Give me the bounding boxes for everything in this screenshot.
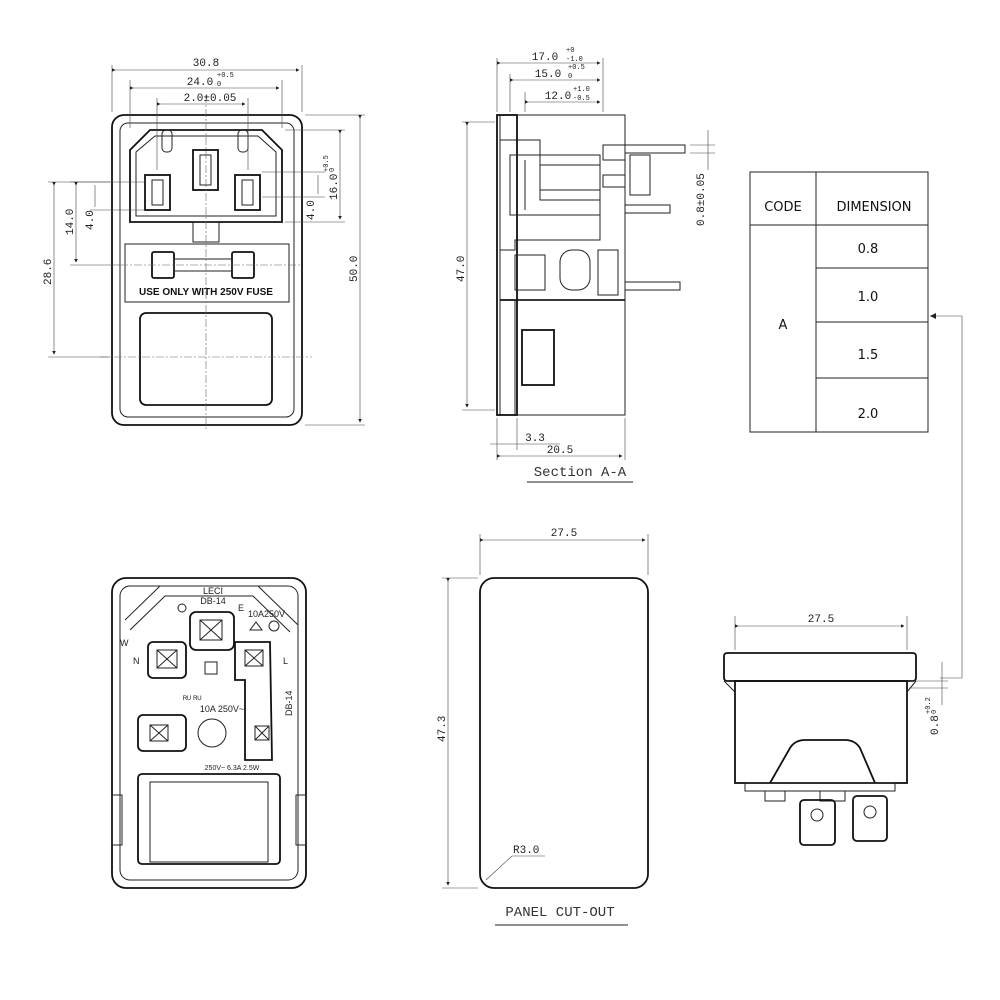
iec-inlet-inner bbox=[135, 135, 277, 217]
table-code-value: A bbox=[779, 318, 788, 333]
cutout-width: 27.5 bbox=[551, 528, 577, 540]
side-terminal-left bbox=[799, 799, 836, 846]
pin-right bbox=[234, 174, 261, 211]
iec-inlet-outline bbox=[129, 129, 283, 223]
ul-mark-icon: ᴿᵁ ᴿᵁ bbox=[183, 694, 201, 704]
rear-ul-rating: 10A 250V~ bbox=[200, 704, 244, 714]
svg-text:+0: +0 bbox=[566, 47, 574, 55]
cutout-radius: R3.0 bbox=[513, 845, 539, 857]
rear-rating-a: 10A bbox=[248, 609, 264, 619]
section-title: Section A-A bbox=[534, 465, 627, 481]
rear-model: DB-14 bbox=[200, 596, 226, 606]
svg-text:0: 0 bbox=[568, 73, 572, 81]
rear-fuse-rating: 250V~ 6.3A 2.5W bbox=[205, 765, 260, 772]
dim-section-d2: 15.0 bbox=[535, 69, 561, 81]
dim-section-d1: 17.0 bbox=[532, 52, 558, 64]
neutral-terminal bbox=[147, 641, 187, 679]
dim-section-pin: 0.8±0.05 bbox=[696, 173, 708, 226]
svg-text:-0.5: -0.5 bbox=[573, 95, 590, 103]
earth-terminal bbox=[189, 611, 235, 651]
panel-cutout: 27.5 47.3 R3.0 PANEL CUT-OUT bbox=[437, 528, 649, 926]
svg-text:0: 0 bbox=[217, 81, 221, 89]
svg-text:-1.0: -1.0 bbox=[566, 56, 583, 64]
section-hatch bbox=[499, 114, 626, 301]
svg-text:+0.2: +0.2 bbox=[925, 697, 933, 714]
svg-text:+0.5: +0.5 bbox=[217, 72, 234, 80]
rear-body-outline bbox=[111, 577, 307, 889]
svg-text:+0.5: +0.5 bbox=[568, 64, 585, 72]
pin-center bbox=[192, 149, 219, 191]
side-thickness: 0.8 bbox=[930, 715, 942, 735]
cutout-height: 47.3 bbox=[437, 716, 449, 742]
table-header-code: CODE bbox=[764, 200, 802, 215]
front-body-outline bbox=[111, 114, 303, 426]
dim-section-depth: 20.5 bbox=[547, 445, 573, 457]
rear-switch-window bbox=[137, 773, 281, 865]
dim-left-inner: 14.0 bbox=[65, 209, 77, 235]
dim-right-small: 4.0 bbox=[306, 200, 318, 220]
table-value: 2.0 bbox=[858, 407, 879, 422]
front-view: USE ONLY WITH 250V FUSE 30.8 24.0 +0.5 0… bbox=[43, 58, 365, 430]
section-view: 17.0 +0 -1.0 15.0 +0.5 0 12.0 +1.0 -0.5 … bbox=[456, 47, 715, 483]
cqc-mark-icon bbox=[268, 620, 280, 632]
rear-side-model: DB-14 bbox=[284, 690, 294, 716]
rear-view: LECI DB-14 E 10A 250V W N L ᴿᵁ ᴿᵁ 10A 25… bbox=[111, 577, 307, 889]
earth-symbol-icon bbox=[177, 603, 187, 613]
fuse-drawer bbox=[124, 243, 290, 303]
front-body-inner bbox=[119, 122, 295, 418]
svg-text:+0.5: +0.5 bbox=[323, 155, 331, 172]
rear-n-label: N bbox=[133, 656, 140, 666]
dim-overall-width: 30.8 bbox=[193, 58, 219, 70]
rear-earth-label: E bbox=[238, 603, 244, 613]
table-value: 1.0 bbox=[858, 290, 879, 305]
rear-brand: LECI bbox=[203, 586, 223, 596]
dimension-table: CODE DIMENSION A 0.8 1.0 1.5 2.0 bbox=[749, 171, 963, 679]
table-value: 0.8 bbox=[858, 242, 879, 257]
fuse-terminal bbox=[137, 714, 187, 752]
cutout-title: PANEL CUT-OUT bbox=[505, 905, 614, 921]
rear-l-label: L bbox=[283, 656, 288, 666]
dim-section-d3: 12.0 bbox=[545, 91, 571, 103]
dim-inlet-width: 24.0 bbox=[187, 77, 213, 89]
table-header-dimension: DIMENSION bbox=[836, 200, 911, 215]
cutout-outline bbox=[479, 577, 649, 889]
rear-w-label: W bbox=[120, 638, 129, 648]
side-body bbox=[734, 680, 908, 784]
dim-section-flange: 3.3 bbox=[525, 433, 545, 445]
svg-text:0: 0 bbox=[329, 168, 337, 172]
dim-left-small: 4.0 bbox=[85, 210, 97, 230]
table-value: 1.5 bbox=[858, 348, 879, 363]
dim-section-height: 47.0 bbox=[456, 256, 468, 282]
rear-rating-v: 250V bbox=[264, 609, 285, 619]
side-width: 27.5 bbox=[808, 614, 834, 626]
live-terminal bbox=[234, 641, 273, 761]
pin-left bbox=[144, 174, 171, 211]
side-view: 27.5 0.8 +0.2 0 bbox=[723, 614, 948, 846]
dim-pin-spacing: 2.0±0.05 bbox=[184, 93, 237, 105]
warning-triangle-icon bbox=[249, 621, 263, 631]
dim-left-outer: 28.6 bbox=[43, 259, 55, 285]
side-flange bbox=[723, 652, 917, 682]
dim-overall-height: 50.0 bbox=[349, 256, 361, 282]
svg-text:+1.0: +1.0 bbox=[573, 86, 590, 94]
side-terminal-right bbox=[852, 795, 888, 842]
dim-inlet-height: 16.0 bbox=[329, 174, 341, 200]
table-leader-line bbox=[930, 315, 963, 679]
svg-text:0: 0 bbox=[931, 710, 939, 714]
